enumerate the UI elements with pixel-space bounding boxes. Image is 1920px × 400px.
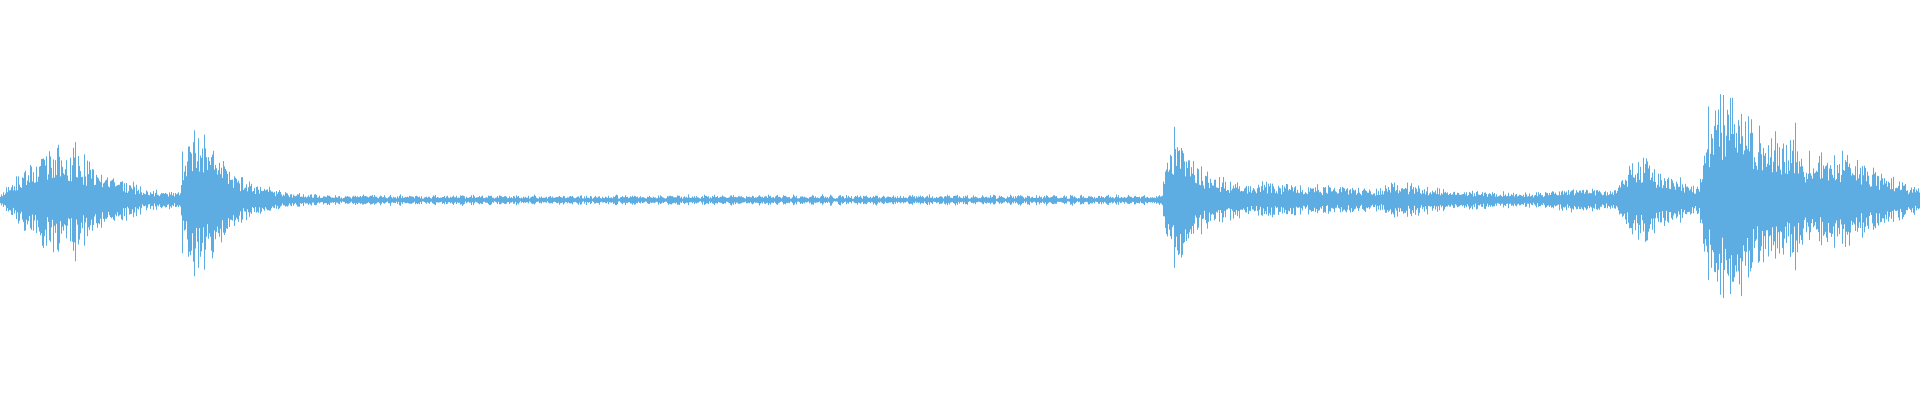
- waveform-peaks: [0, 94, 1920, 299]
- waveform-peak-path: [0, 94, 1920, 299]
